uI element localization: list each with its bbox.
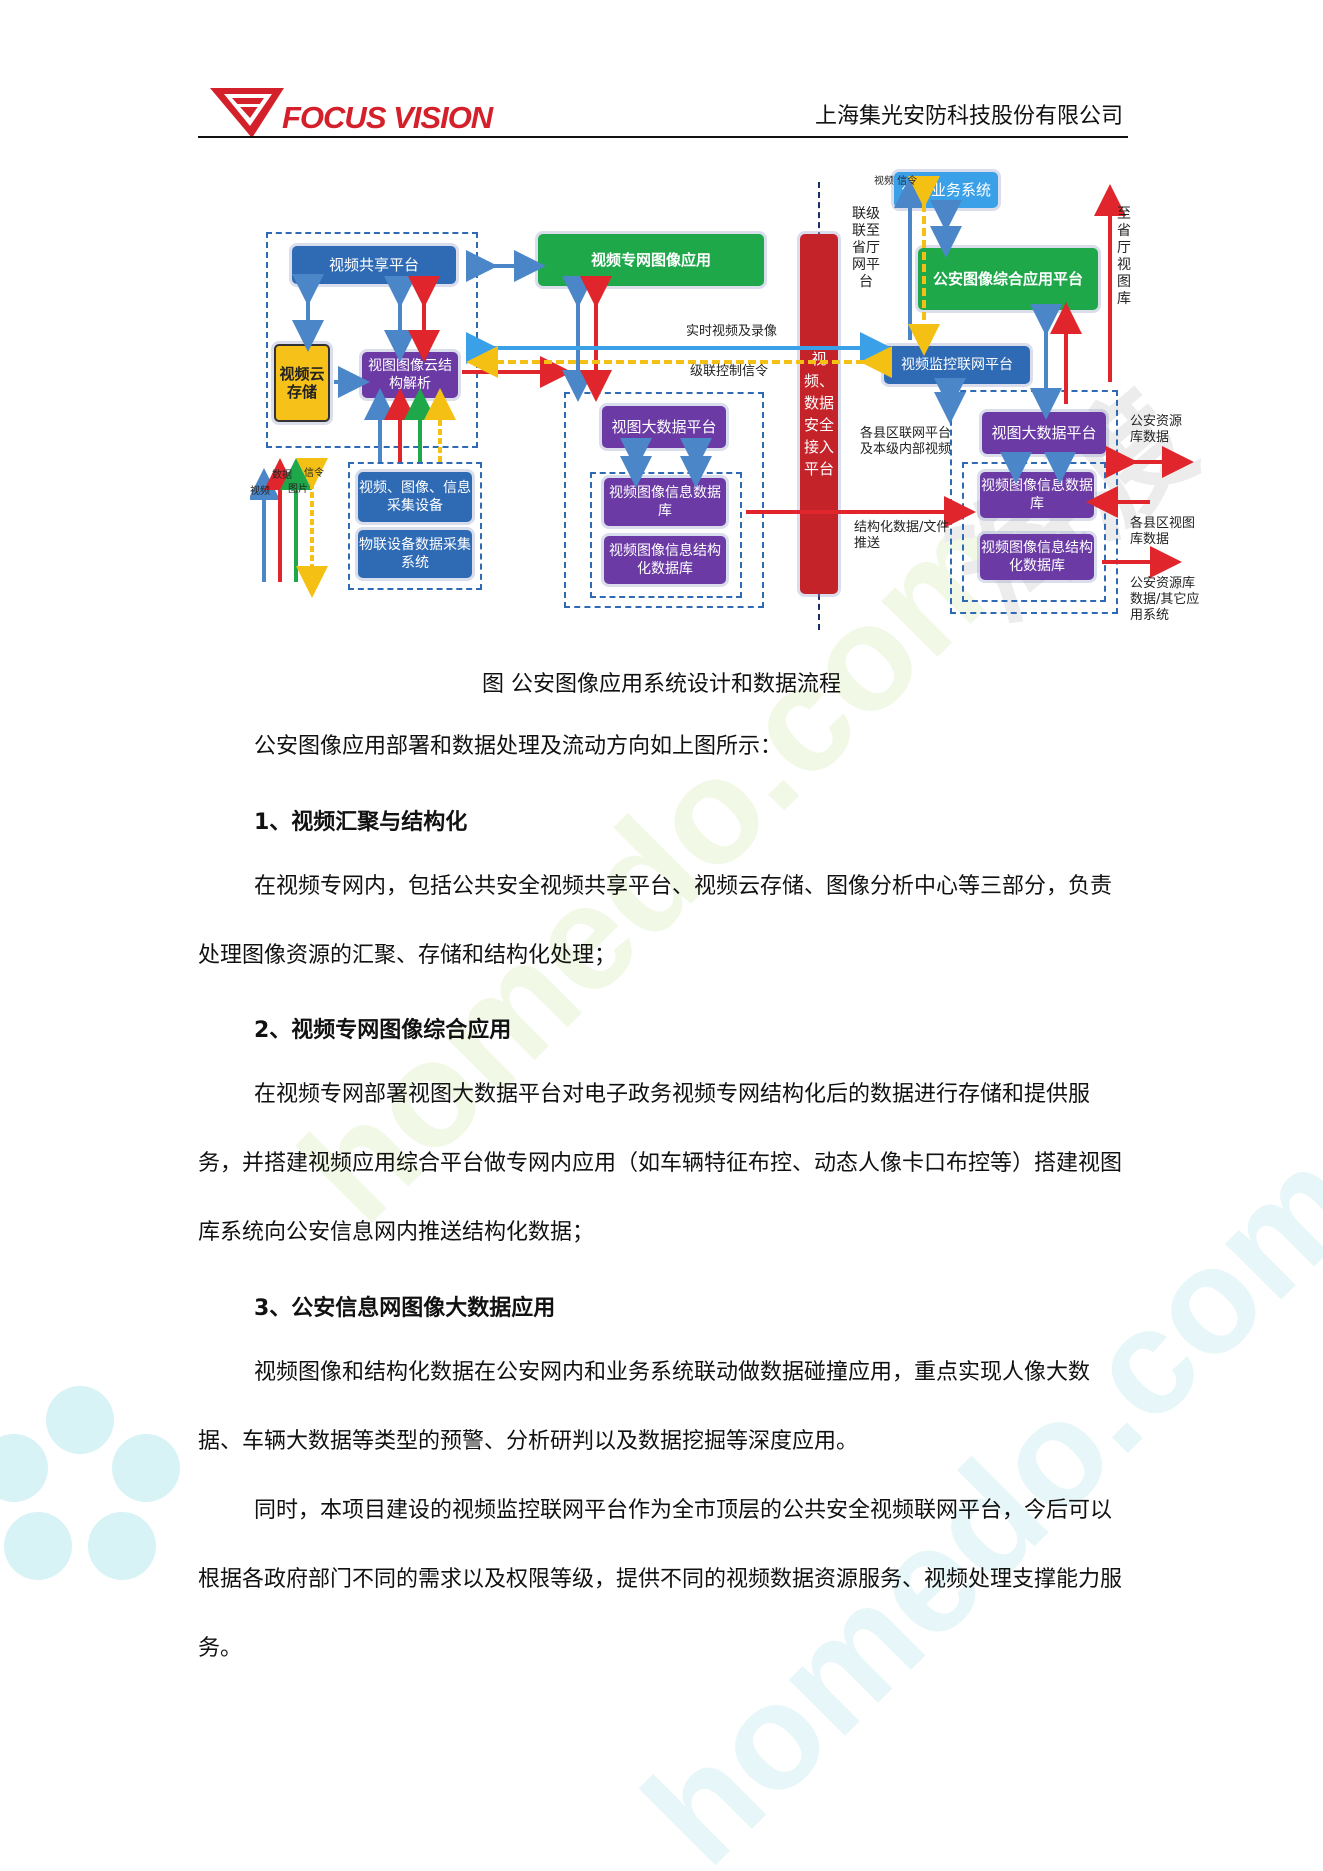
focus-vision-logo-icon — [210, 88, 284, 138]
section-heading-3: 3、公安信息网图像大数据应用 — [254, 1296, 556, 1321]
legend-image: 图片 — [288, 484, 308, 495]
paragraph-2: 在视频专网部署视图大数据平台对电子政务视频专网结构化后的数据进行存储和提供服务，… — [198, 1082, 1123, 1245]
paragraph-3: 视频图像和结构化数据在公安网内和业务系统联动做数据碰撞应用，重点实现人像大数据、… — [198, 1360, 1091, 1454]
legend-signal: 信令 — [304, 468, 324, 479]
db-left-frame — [590, 472, 742, 598]
intro-paragraph: 公安图像应用部署和数据处理及流动方向如上图所示： — [254, 734, 783, 759]
label-video-signal: 视频 信令 — [874, 176, 918, 187]
section-heading-2: 2、视频专网图像综合应用 — [254, 1018, 512, 1043]
legend-video: 视频 — [250, 486, 270, 497]
label-cascade-control: 级联控制信令 — [690, 364, 769, 379]
bigdata-platform-right: 视图大数据平台 — [982, 412, 1106, 454]
label-to-province-lib: 至省厅视图库 — [1117, 206, 1131, 307]
police-image-app-platform: 公安图像综合应用平台 — [918, 248, 1098, 310]
flower-icon — [0, 1386, 180, 1580]
system-flow-diagram: 视频共享平台 视频云存储 视图图像云结构解析 视频、图像、信息采集设备 物联设备… — [250, 172, 1210, 642]
flow-arrows — [250, 176, 1194, 598]
label-realtime-video: 实时视频及录像 — [686, 324, 778, 339]
header-divider — [198, 136, 1128, 138]
figure-caption: 图 公安图像应用系统设计和数据流程 — [482, 672, 841, 697]
video-share-platform: 视频共享平台 — [292, 246, 456, 284]
video-monitor-net-platform: 视频监控联网平台 — [884, 346, 1030, 384]
paragraph-4: 同时，本项目建设的视频监控联网平台作为全市顶层的公共安全视频联网平台，今后可以根… — [198, 1498, 1123, 1661]
iot-collect-system: 物联设备数据采集系统 — [358, 530, 472, 578]
section-heading-1: 1、视频汇聚与结构化 — [254, 810, 468, 835]
logo-text: FOCUS VISION — [282, 100, 493, 135]
bigdata-platform-left: 视图大数据平台 — [602, 406, 726, 448]
struct-db-right: 视频图像信息结构化数据库 — [980, 534, 1094, 580]
video-cloud-storage: 视频云存储 — [274, 344, 330, 422]
legend-data: 数据 — [272, 470, 292, 481]
collect-devices: 视频、图像、信息采集设备 — [358, 472, 472, 522]
label-police-res-lib: 公安资源库数据 — [1130, 414, 1183, 445]
label-police-res-other: 公安资源库数据/其它应用系统 — [1130, 576, 1200, 623]
company-name: 上海集光安防科技股份有限公司 — [814, 104, 1123, 129]
collect-group-frame — [348, 462, 482, 590]
db-right-frame — [962, 462, 1106, 602]
label-county-net: 各县区联网平台及本级内部视频 — [860, 426, 952, 457]
label-struct-push: 结构化数据/文件推送 — [854, 520, 950, 551]
label-cascade-province: 联级联至省厅网平台 — [852, 206, 880, 290]
label-county-view-lib: 各县区视图库数据 — [1130, 516, 1196, 547]
bigdata-left-frame — [564, 392, 764, 608]
struct-db-left: 视频图像信息结构化数据库 — [604, 536, 726, 584]
paragraph-1: 在视频专网内，包括公共安全视频共享平台、视频云存储、图像分析中心等三部分，负责处… — [198, 874, 1113, 968]
